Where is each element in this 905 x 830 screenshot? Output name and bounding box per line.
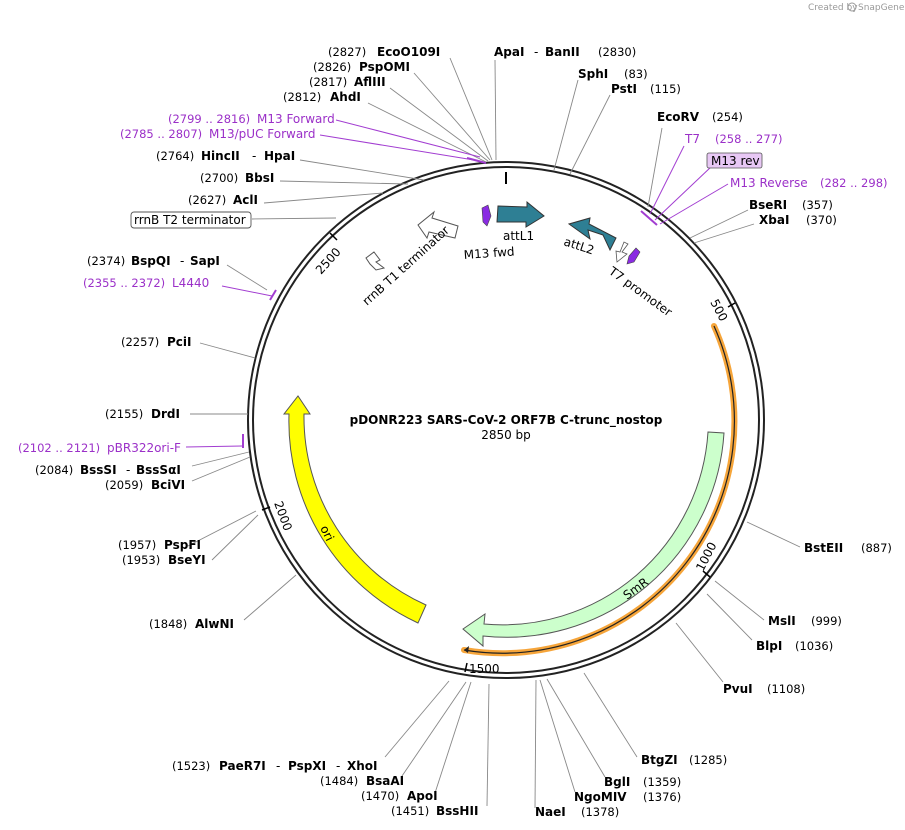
enzyme-msli: MslI(999) xyxy=(768,614,842,628)
m13-fwd-label: M13 fwd xyxy=(463,244,515,262)
enzyme-drdi: (2155)DrdI xyxy=(105,407,180,421)
enzyme-acli: (2627)AclI xyxy=(188,193,258,207)
enzyme-bsaai: (1484)BsaAI xyxy=(320,774,404,788)
enzyme-leaders xyxy=(187,57,801,809)
enzyme-sphi: SphI(83) xyxy=(578,67,648,81)
primer-pbr322ori-f: (2102 .. 2121)pBR322ori-F xyxy=(18,441,181,455)
rrnb-t2-leader xyxy=(251,217,337,220)
primer-m13-puc-forward: (2785 .. 2807)M13/pUC Forward xyxy=(120,127,316,141)
plasmid-name: pDONR223 SARS-CoV-2 ORF7B C-trunc_nostop xyxy=(350,413,663,428)
primer-l4440: (2355 .. 2372)L4440 xyxy=(83,276,209,290)
enzyme-pcii: (2257)PciI xyxy=(121,335,192,349)
enzyme-ngomiv: NgoMIV(1376) xyxy=(574,790,681,804)
enzyme-blpi: BlpI(1036) xyxy=(756,639,833,653)
primer-m13-rev: M13 rev xyxy=(711,154,760,168)
backbone-outer xyxy=(247,161,765,679)
enzyme-bsshii: (1451)BssHII xyxy=(391,804,478,818)
enzyme-bsssi: (2084)BssSI-BssSαI xyxy=(35,463,181,477)
enzyme-ecoo109i: (2827)EcoO109I xyxy=(328,45,440,59)
enzyme-bseyi: (1953)BseYI xyxy=(122,553,206,567)
enzyme-pvui: PvuI(1108) xyxy=(723,682,805,696)
enzyme-bgli: BglI(1359) xyxy=(604,775,681,789)
enzyme-apai-banii: ApaI-BanII(2830) xyxy=(494,45,636,59)
enzyme-ahdi: (2812)AhdI xyxy=(283,90,361,104)
enzyme-bsteii: BstEII(887) xyxy=(804,541,892,555)
backbone-inner xyxy=(252,166,760,674)
ori-label: ori xyxy=(317,523,336,543)
enzyme-paer7i-pspxi-xhoi: (1523)PaeR7I-PspXI-XhoI xyxy=(172,759,378,773)
credit-brand: SnapGene xyxy=(858,3,905,13)
enzyme-naei: NaeI(1378) xyxy=(535,805,619,819)
primer-leaders xyxy=(185,119,729,448)
tick-label-2500: 2500 xyxy=(313,245,344,277)
m13-rev-highlight-box xyxy=(706,152,763,169)
enzyme-apoi: (1470)ApoI xyxy=(361,789,438,803)
enzyme-beseri: BseRI(357) xyxy=(749,198,833,212)
snapgene-logo-icon xyxy=(847,2,857,12)
tick-mark-2000 xyxy=(261,506,271,511)
primer-m13-reverse: M13 Reverse(282 .. 298) xyxy=(730,176,888,190)
enzyme-bspqi-sapi: (2374)BspQI-SapI xyxy=(87,254,220,268)
attl2-label: attL2 xyxy=(562,235,596,258)
attl2-feature xyxy=(567,217,617,252)
enzyme-pspomi: (2826)PspOMI xyxy=(313,60,410,74)
smr-feature xyxy=(462,431,725,648)
orf-arrowhead xyxy=(464,646,469,653)
enzyme-btgzi: BtgZI(1285) xyxy=(641,753,727,767)
attl1-feature xyxy=(496,200,545,228)
attl1-label: attL1 xyxy=(503,229,534,243)
rrnb-t2-label-box xyxy=(130,211,252,229)
primer-mark-m13-forward xyxy=(466,157,487,164)
m13-rev-feature xyxy=(626,247,641,265)
tick-mark-1500 xyxy=(464,662,468,673)
primer-mark-t7 xyxy=(640,210,658,226)
ori-feature xyxy=(282,395,427,624)
enzyme-pspfi: (1957)PspFI xyxy=(118,538,201,552)
credit-prefix: Created by xyxy=(808,3,858,13)
orf-orange-core xyxy=(463,325,736,654)
rrnb-t2-label: rrnB T2 terminator xyxy=(134,213,246,227)
rrnb-t2-feature xyxy=(365,251,386,271)
enzyme-psti: PstI(115) xyxy=(611,82,681,96)
tick-label-500: 500 xyxy=(707,297,730,324)
enzyme-hincii-hpai: (2764)HincII-HpaI xyxy=(156,149,295,163)
t7-promoter-label: T7 promoter xyxy=(605,264,674,320)
tick-mark-1000 xyxy=(702,570,711,578)
tick-mark-500 xyxy=(727,302,736,308)
enzyme-ecorv: EcoRV(254) xyxy=(657,110,743,124)
primer-mark-l4440 xyxy=(269,289,277,301)
primer-m13-forward: (2799 .. 2816)M13 Forward xyxy=(168,112,335,126)
tick-mark-2500 xyxy=(329,232,338,241)
plasmid-length: 2850 bp xyxy=(481,428,531,442)
enzyme-afliii: (2817)AflIII xyxy=(309,75,386,89)
tick-label-1500: 1500 xyxy=(469,662,500,676)
enzyme-alwni: (1848)AlwNI xyxy=(149,617,234,631)
t7-promoter-feature xyxy=(615,241,629,263)
rrnb-t1-feature xyxy=(417,210,459,240)
tick-label-2000: 2000 xyxy=(271,499,295,532)
m13-fwd-feature xyxy=(481,204,492,227)
enzyme-xbai: XbaI(370) xyxy=(759,213,837,227)
enzyme-bbsi: (2700)BbsI xyxy=(200,171,274,185)
enzyme-bcivi: (2059)BciVI xyxy=(105,478,185,492)
primer-t7: T7(258 .. 277) xyxy=(684,132,783,146)
